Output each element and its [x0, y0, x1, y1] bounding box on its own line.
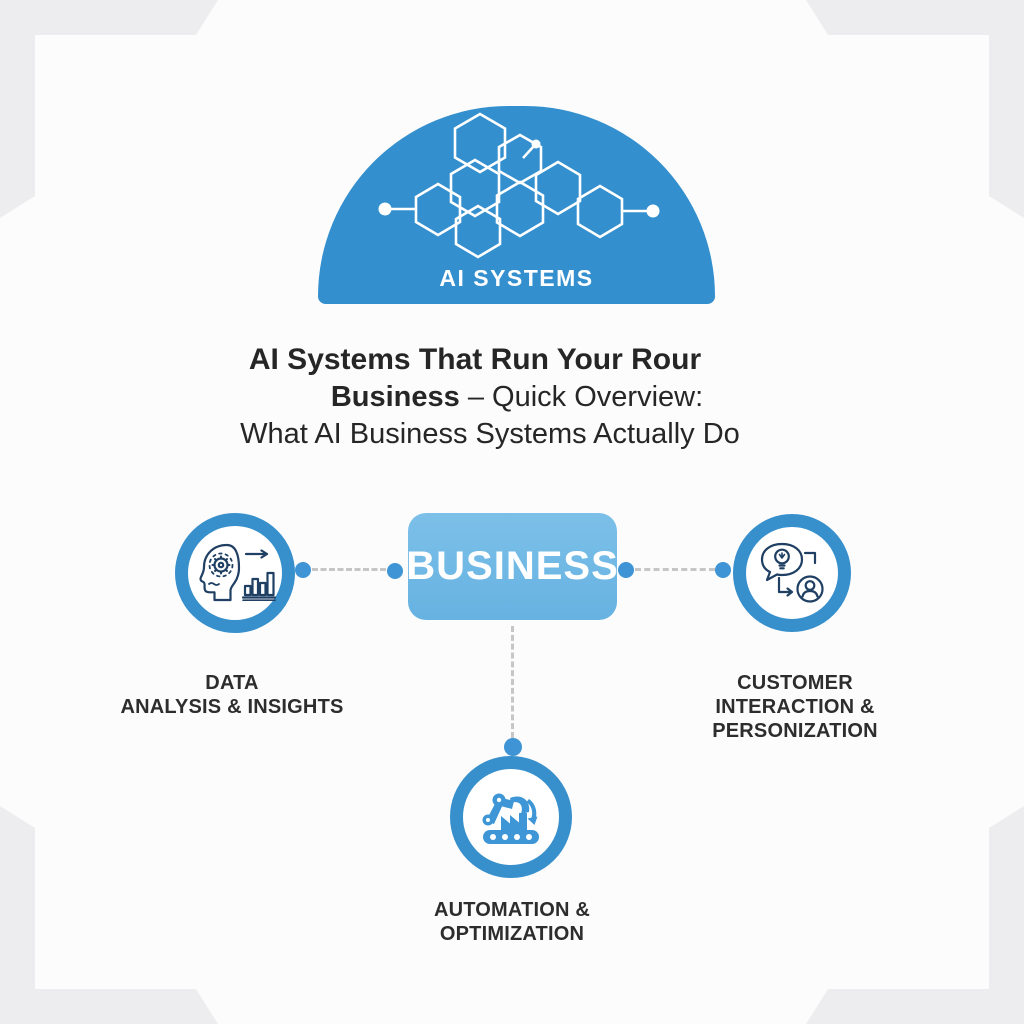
label-line: AUTOMATION &: [433, 899, 591, 921]
robot-arm-conveyor-icon: [482, 793, 539, 844]
connector-bottom-dashed-line: [511, 626, 514, 738]
title-line-2-bold: Business: [330, 380, 460, 413]
label-line: DATA: [205, 672, 259, 694]
ai-systems-banner: AI SYSTEMS: [318, 106, 715, 304]
title-line-1: AI Systems That Run Your Rour: [248, 343, 702, 376]
connector-right-dashed-line: [635, 568, 715, 571]
title-line-2: Business – Quick Overview:: [5, 379, 1024, 417]
connector-dot: [504, 738, 522, 756]
node-automation: [450, 756, 572, 878]
business-node: BUSINESS: [406, 513, 619, 620]
node-customer-interaction: [733, 514, 851, 632]
connector-dot: [618, 562, 634, 578]
connector-dot: [387, 563, 403, 579]
page-title: AI Systems That Run Your Rour Business –…: [0, 341, 1024, 454]
label-line: INTERACTION &: [715, 696, 875, 718]
label-automation: AUTOMATION & OPTIMIZATION: [362, 898, 662, 946]
title-line-2-rest: – Quick Overview:: [459, 380, 704, 413]
label-line: PERSONIZATION: [712, 720, 878, 742]
connector-dot: [715, 562, 731, 578]
connector-left-dashed-line: [312, 568, 386, 571]
label-line: OPTIMIZATION: [439, 923, 585, 945]
label-line: CUSTOMER: [737, 672, 853, 694]
business-node-label: BUSINESS: [406, 544, 619, 588]
title-line-3: What AI Business Systems Actually Do: [240, 418, 740, 450]
node-data-analysis: [175, 513, 295, 633]
banner-title: AI SYSTEMS: [439, 265, 594, 291]
label-line: ANALYSIS & INSIGHTS: [120, 696, 344, 718]
brain-analytics-icon: [199, 543, 277, 602]
chat-idea-person-icon: [760, 542, 824, 603]
hexagon-network-icon: [378, 112, 660, 259]
label-data-analysis: DATA ANALYSIS & INSIGHTS: [82, 671, 382, 719]
connector-dot: [295, 562, 311, 578]
label-customer-interaction: CUSTOMER INTERACTION & PERSONIZATION: [645, 671, 945, 743]
